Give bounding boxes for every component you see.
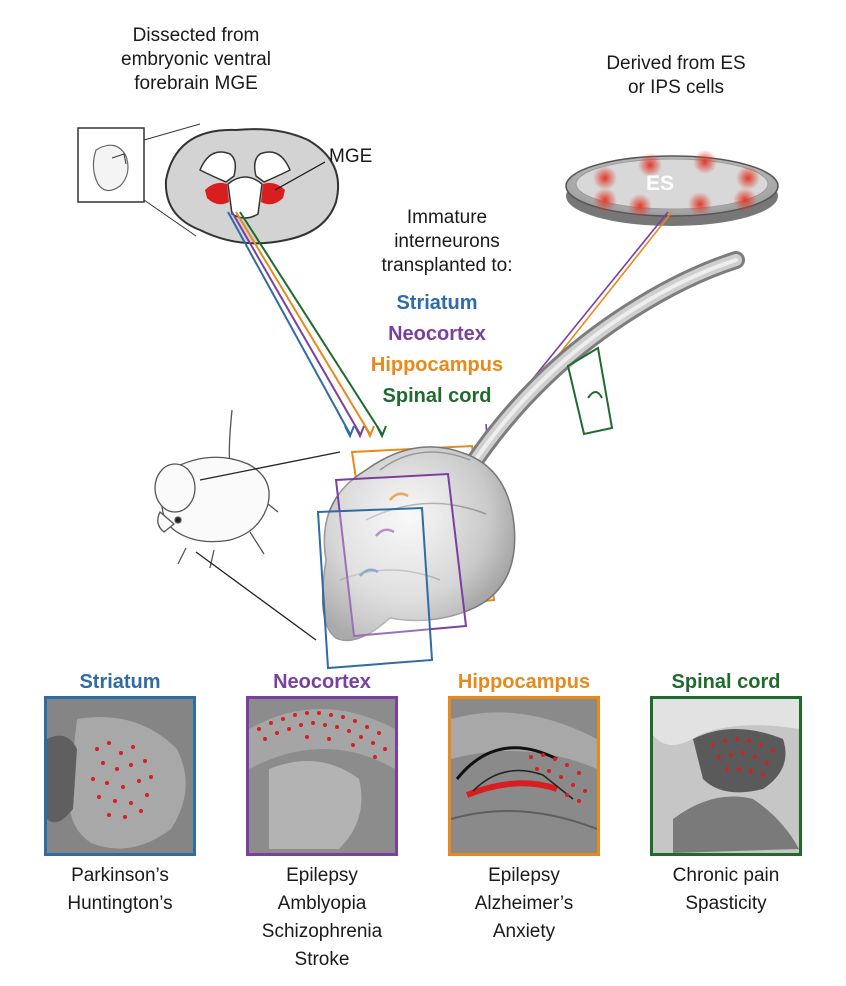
forebrain-section xyxy=(164,128,340,245)
neocortex-micrograph xyxy=(246,696,398,856)
spinal-cord-disease-list: Chronic pain Spasticity xyxy=(640,862,812,918)
transplant-targets: Striatum Neocortex Hippocampus Spinal co… xyxy=(352,288,522,412)
hippocampus-disease-list: Epilepsy Alzheimer’s Anxiety xyxy=(438,862,610,946)
es-dish-label: ES xyxy=(646,172,675,195)
spinal-cord-tail xyxy=(461,251,745,477)
disease-item: Chronic pain xyxy=(672,865,780,886)
caption-line: Derived from ES xyxy=(606,53,746,74)
transplant-heading: Immature interneurons transplanted to: xyxy=(362,206,532,278)
mouse-brain xyxy=(321,446,516,642)
disease-item: Schizophrenia xyxy=(261,921,383,942)
neocortex-tissue xyxy=(249,699,395,853)
caption-line: or IPS cells xyxy=(627,77,725,98)
hippocampus-micrograph xyxy=(448,696,600,856)
disease-item: Alzheimer’s xyxy=(474,893,574,914)
heading-line: transplanted to: xyxy=(381,255,513,276)
hippocampus-grafted-cells xyxy=(529,753,587,803)
mouse-sketch xyxy=(154,409,341,641)
petri-dish xyxy=(565,150,779,226)
caption-line: embryonic ventral xyxy=(121,49,271,70)
heading-line: Immature xyxy=(406,207,488,228)
striatum-micrograph xyxy=(44,696,196,856)
striatum-grafted-cells xyxy=(91,741,153,819)
caption-line: forebrain MGE xyxy=(134,73,258,94)
neocortex-disease-list: Epilepsy Amblyopia Schizophrenia Stroke xyxy=(236,862,408,974)
target-spinal-cord: Spinal cord xyxy=(382,385,492,407)
disease-item: Amblyopia xyxy=(277,893,367,914)
disease-item: Parkinson’s xyxy=(71,865,169,886)
neocortex-grafted-cells xyxy=(257,711,387,759)
panel-title-neocortex: Neocortex xyxy=(273,671,371,693)
heading-line: interneurons xyxy=(394,231,500,252)
target-neocortex: Neocortex xyxy=(388,323,486,345)
disease-item: Epilepsy xyxy=(488,865,560,886)
panel-title-spinal-cord: Spinal cord xyxy=(671,671,781,693)
spinal-cord-grafted-cells xyxy=(711,737,775,777)
disease-item: Stroke xyxy=(294,949,350,970)
striatum-tissue xyxy=(47,699,193,853)
mge-transplant-arrows xyxy=(227,211,387,439)
disease-item: Epilepsy xyxy=(286,865,358,886)
mge-label: MGE xyxy=(329,146,373,167)
es-source-caption: Derived from ES or IPS cells xyxy=(576,52,776,100)
section-planes-front xyxy=(316,472,468,670)
panel-title-hippocampus: Hippocampus xyxy=(457,671,591,693)
mge-source-caption: Dissected from embryonic ventral forebra… xyxy=(96,24,296,96)
disease-item: Huntington’s xyxy=(67,893,173,914)
spinal-cord-micrograph xyxy=(650,696,802,856)
striatum-disease-list: Parkinson’s Huntington’s xyxy=(34,862,206,918)
hippocampus-tissue xyxy=(451,699,597,853)
disease-item: Spasticity xyxy=(685,893,767,914)
disease-item: Anxiety xyxy=(492,921,556,942)
embryo-inset xyxy=(77,123,201,237)
caption-line: Dissected from xyxy=(132,25,260,46)
spinal-cord-tissue xyxy=(653,699,799,853)
target-hippocampus: Hippocampus xyxy=(370,354,504,376)
panel-title-striatum: Striatum xyxy=(79,671,161,693)
target-striatum: Striatum xyxy=(396,292,478,314)
